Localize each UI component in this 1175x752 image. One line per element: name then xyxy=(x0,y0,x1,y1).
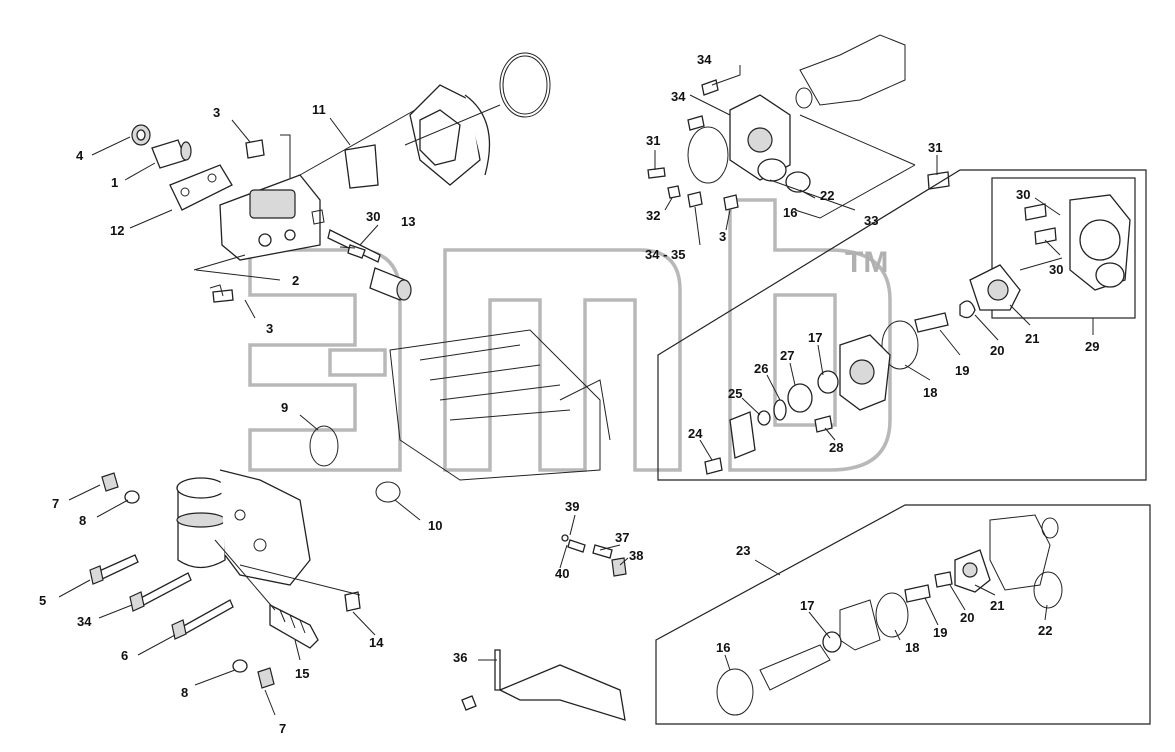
engine-block-sketch xyxy=(389,329,611,481)
callout-33: 33 xyxy=(864,213,878,228)
callout-3a: 3 xyxy=(213,105,220,120)
callout-6: 6 xyxy=(121,648,128,663)
callout-1: 1 xyxy=(111,175,118,190)
callout-4: 4 xyxy=(76,148,84,163)
callout-36: 36 xyxy=(453,650,467,665)
callout-3c: 3 xyxy=(719,229,726,244)
callout-13: 13 xyxy=(401,214,415,229)
upper-center-pump xyxy=(647,34,950,211)
leader-lines xyxy=(58,65,1094,716)
callout-11: 11 xyxy=(312,102,326,117)
callout-23: 23 xyxy=(736,543,750,558)
callout-39: 39 xyxy=(565,499,579,514)
callout-29: 29 xyxy=(1085,339,1099,354)
upper-right-frame xyxy=(657,169,1147,481)
lower-left-assembly xyxy=(89,425,401,689)
callout-34b: 34 xyxy=(697,52,712,67)
callout-18a: 18 xyxy=(923,385,937,400)
callout-24: 24 xyxy=(688,426,703,441)
callout-labels: 4 1 12 3 11 30 13 2 3 9 10 7 8 5 34 6 8 … xyxy=(39,52,1099,736)
callout-7a: 7 xyxy=(52,496,59,511)
callout-7b: 7 xyxy=(279,721,286,736)
callout-40: 40 xyxy=(555,566,569,581)
callout-12: 12 xyxy=(110,223,124,238)
callout-37: 37 xyxy=(615,530,629,545)
callout-32: 32 xyxy=(646,208,660,223)
callout-17b: 17 xyxy=(800,598,814,613)
callout-5: 5 xyxy=(39,593,46,608)
callout-30c: 30 xyxy=(1049,262,1063,277)
lower-right-frame xyxy=(655,504,1151,725)
callout-20b: 20 xyxy=(960,610,974,625)
callout-26: 26 xyxy=(754,361,768,376)
callout-30a: 30 xyxy=(366,209,380,224)
callout-9: 9 xyxy=(281,400,288,415)
callout-15: 15 xyxy=(295,666,309,681)
callout-30b: 30 xyxy=(1016,187,1030,202)
callout-2: 2 xyxy=(292,273,299,288)
callout-10: 10 xyxy=(428,518,442,533)
callout-22b: 22 xyxy=(1038,623,1052,638)
upper-left-assembly xyxy=(131,52,551,303)
callout-19a: 19 xyxy=(955,363,969,378)
callout-17a: 17 xyxy=(808,330,822,345)
callout-14: 14 xyxy=(369,635,384,650)
trademark-label: TM xyxy=(845,246,888,279)
callout-34a: 34 xyxy=(77,614,92,629)
callout-34c: 34 xyxy=(671,89,686,104)
callout-8a: 8 xyxy=(79,513,86,528)
callout-18b: 18 xyxy=(905,640,919,655)
callout-20a: 20 xyxy=(990,343,1004,358)
callout-28: 28 xyxy=(829,440,843,455)
callout-38: 38 xyxy=(629,548,643,563)
center-small-parts xyxy=(461,534,627,721)
callout-34-35: 34 - 35 xyxy=(645,247,685,262)
callout-21a: 21 xyxy=(1025,331,1039,346)
callout-31b: 31 xyxy=(928,140,942,155)
callout-21b: 21 xyxy=(990,598,1004,613)
callout-8b: 8 xyxy=(181,685,188,700)
callout-31a: 31 xyxy=(646,133,660,148)
callout-22a: 22 xyxy=(820,188,834,203)
callout-25: 25 xyxy=(728,386,742,401)
callout-16a: 16 xyxy=(783,205,797,220)
callout-16b: 16 xyxy=(716,640,730,655)
callout-3b: 3 xyxy=(266,321,273,336)
callout-27: 27 xyxy=(780,348,794,363)
callout-19b: 19 xyxy=(933,625,947,640)
